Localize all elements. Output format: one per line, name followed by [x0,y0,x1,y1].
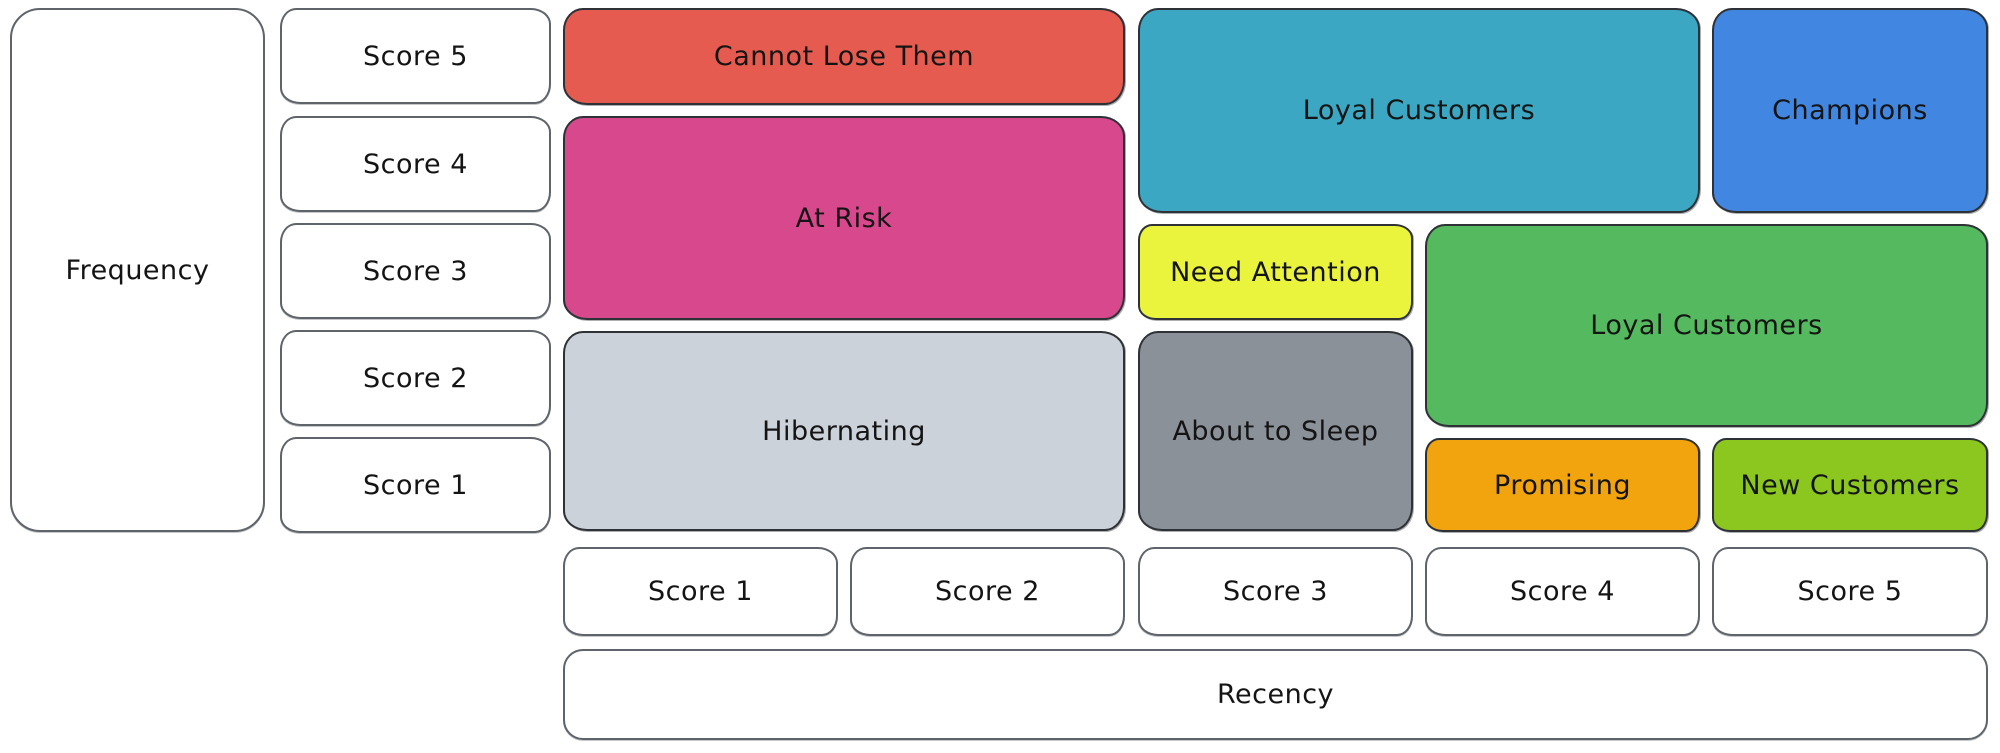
recency-score-2-text: Score 2 [935,576,1040,607]
segment-loyal-customers-teal: Loyal Customers [1138,8,1700,213]
frequency-axis-label: Frequency [10,8,265,532]
recency-score-5: Score 5 [1712,547,1988,636]
recency-score-1: Score 1 [563,547,838,636]
recency-score-1-text: Score 1 [648,576,753,607]
segment-need-attention: Need Attention [1138,224,1413,320]
recency-score-2: Score 2 [850,547,1125,636]
segment-champions-label: Champions [1772,95,1928,126]
segment-new-customers: New Customers [1712,438,1988,532]
frequency-axis-text: Frequency [65,254,210,286]
segment-hibernating: Hibernating [563,331,1125,531]
frequency-score-3: Score 3 [280,223,551,319]
segment-promising: Promising [1425,438,1700,532]
segment-promising-label: Promising [1494,469,1631,501]
segment-champions: Champions [1712,8,1988,213]
frequency-score-4-text: Score 4 [363,148,468,180]
segment-new-customers-label: New Customers [1740,469,1960,501]
recency-score-4: Score 4 [1425,547,1700,636]
frequency-score-2-text: Score 2 [363,362,468,394]
recency-score-4-text: Score 4 [1510,576,1615,607]
recency-score-3-text: Score 3 [1223,576,1328,607]
segment-loyal-customers-green: Loyal Customers [1425,224,1988,427]
segment-hibernating-label: Hibernating [762,415,926,447]
segment-cannot-lose-them-label: Cannot Lose Them [713,41,975,72]
segment-cannot-lose-them: Cannot Lose Them [563,8,1125,105]
recency-score-3: Score 3 [1138,547,1413,636]
frequency-score-4: Score 4 [280,116,551,212]
segment-loyal-customers-teal-label: Loyal Customers [1302,95,1536,126]
segment-need-attention-label: Need Attention [1170,256,1381,288]
frequency-score-2: Score 2 [280,330,551,426]
frequency-score-3-text: Score 3 [363,255,468,287]
segment-about-to-sleep-label: About to Sleep [1172,415,1379,447]
recency-axis-text: Recency [1216,679,1335,710]
segment-at-risk-label: At Risk [795,202,893,234]
segment-loyal-customers-green-label: Loyal Customers [1590,310,1823,341]
frequency-score-1-text: Score 1 [363,469,468,501]
frequency-score-1: Score 1 [280,437,551,533]
frequency-score-5-text: Score 5 [363,40,468,72]
segment-at-risk: At Risk [563,116,1125,320]
recency-axis-label: Recency [563,649,1988,740]
segment-about-to-sleep: About to Sleep [1138,331,1413,531]
frequency-score-5: Score 5 [280,8,551,104]
recency-score-5-text: Score 5 [1797,576,1903,607]
